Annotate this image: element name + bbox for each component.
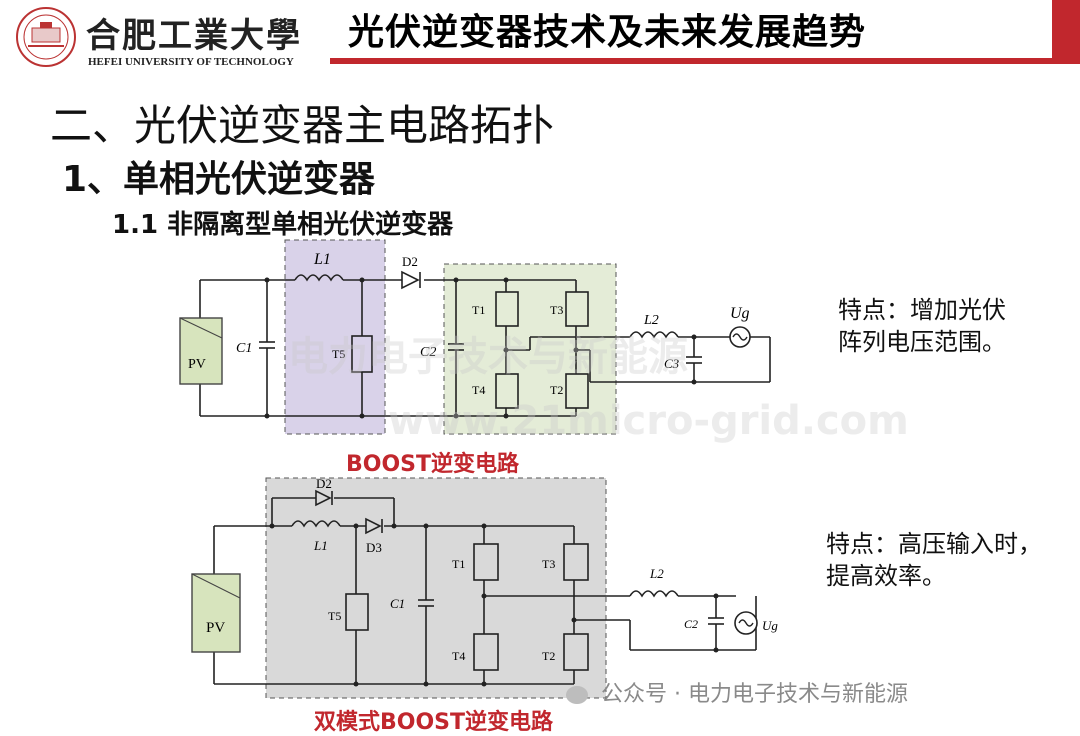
- t2-label: T2: [550, 383, 563, 397]
- t5-label: T5: [332, 347, 345, 361]
- feature-2-line-2: 提高效率。: [826, 562, 946, 590]
- watermark-url: www.21micro-grid.com: [388, 398, 909, 444]
- header-divider: [330, 58, 1080, 64]
- ug-label: Ug: [730, 305, 750, 322]
- c2-label: C2: [420, 345, 436, 360]
- logo-cn-text: 合肥工業大學: [86, 16, 302, 56]
- l2-label: L2: [649, 566, 664, 581]
- ug-label: Ug: [762, 618, 778, 633]
- t3-label: T3: [550, 303, 563, 317]
- university-seal-icon: [16, 7, 76, 67]
- pv-label: PV: [188, 357, 206, 372]
- boost-inverter-diagram: PV C1 L1 D2 T5 C2 T1 T3 T4 T2 L2 C3 Ug: [179, 239, 771, 435]
- dual-mode-boost-diagram: PV L1 D2 D3 T5 C1 T1 T3 T4 T2 L2 C2 Ug: [191, 476, 778, 699]
- c3-label: C3: [664, 356, 680, 371]
- t3-label: T3: [542, 557, 555, 571]
- pv-panel-icon: [179, 317, 223, 385]
- l1-label: L1: [313, 538, 328, 553]
- feature-2: 特点：高压输入时， 提高效率。: [826, 528, 1042, 592]
- d2-label: D2: [316, 476, 332, 491]
- t1-label: T1: [472, 303, 485, 317]
- pv-label: PV: [206, 620, 225, 636]
- t4-label: T4: [472, 383, 485, 397]
- t5-label: T5: [328, 609, 341, 623]
- section-heading: 二、光伏逆变器主电路拓扑: [50, 101, 555, 150]
- l2-label: L2: [643, 313, 659, 328]
- logo-en-text: HEFEI UNIVERSITY OF TECHNOLOGY: [88, 56, 294, 68]
- t1-label: T1: [452, 557, 465, 571]
- feature-1-line-1: 特点：增加光伏: [838, 296, 1006, 324]
- dual-mode-region: [265, 477, 607, 699]
- t2-label: T2: [542, 649, 555, 663]
- pv-panel-icon: [191, 573, 241, 653]
- wechat-footer: 公众号 · 电力电子技术与新能源: [566, 676, 908, 708]
- boost-caption: BOOST逆变电路: [346, 452, 520, 477]
- header-accent-block: [1052, 0, 1080, 64]
- t4-label: T4: [452, 649, 465, 663]
- c1-label: C1: [236, 341, 252, 356]
- c1-label: C1: [390, 596, 405, 611]
- feature-1: 特点：增加光伏 阵列电压范围。: [838, 294, 1006, 358]
- boost-region: [284, 239, 386, 435]
- feature-1-line-2: 阵列电压范围。: [838, 328, 1006, 356]
- dual-mode-caption: 双模式BOOST逆变电路: [314, 710, 554, 735]
- slide-header-title: 光伏逆变器技术及未来发展趋势: [348, 12, 867, 53]
- subsection-heading: 1、单相光伏逆变器: [62, 159, 376, 200]
- sub-subsection-heading: 1.1 非隔离型单相光伏逆变器: [112, 210, 454, 240]
- c2-label: C2: [684, 617, 698, 631]
- d2-label: D2: [402, 254, 418, 269]
- wechat-icon: [566, 686, 588, 704]
- feature-2-line-1: 特点：高压输入时，: [826, 530, 1042, 558]
- footer-text: 公众号 · 电力电子技术与新能源: [601, 682, 908, 707]
- d3-label: D3: [366, 540, 382, 555]
- l1-label: L1: [313, 251, 331, 268]
- watermark-cn: 电力电子技术与新能源: [288, 334, 688, 380]
